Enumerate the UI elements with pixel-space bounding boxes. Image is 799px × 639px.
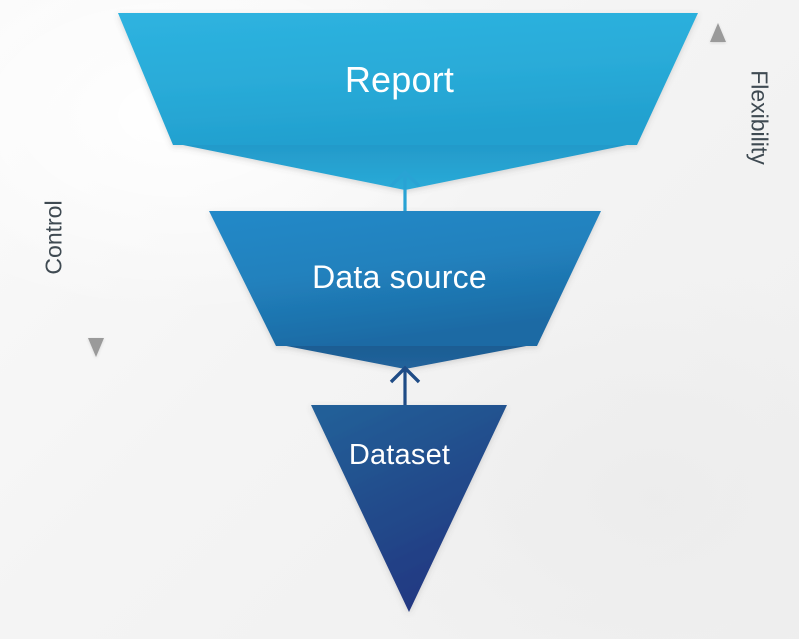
stage-label-report: Report — [344, 59, 455, 100]
control-arrowhead-down — [88, 338, 104, 357]
axis-control — [88, 22, 104, 357]
axis-label-flexibility: Flexibility — [746, 70, 773, 165]
data-source-shape — [209, 211, 601, 346]
flexibility-arrowhead-up — [710, 23, 726, 42]
connector-data-source-to-report — [389, 169, 421, 211]
axis-label-control: Control — [40, 200, 67, 275]
stage-label-data-source: Data source — [312, 259, 487, 295]
dataset-shape — [311, 405, 507, 612]
connector-dataset-to-data-source — [389, 365, 421, 406]
report-fold-shape — [173, 143, 637, 190]
funnel-stage-dataset[interactable] — [311, 405, 507, 612]
axis-flexibility — [710, 23, 726, 356]
report-shape — [118, 13, 698, 145]
data-source-fold-shape — [276, 344, 537, 369]
funnel-stage-data-source[interactable] — [209, 211, 601, 369]
stage-label-dataset: Dataset — [348, 439, 451, 471]
funnel-stage-report[interactable] — [118, 13, 698, 190]
